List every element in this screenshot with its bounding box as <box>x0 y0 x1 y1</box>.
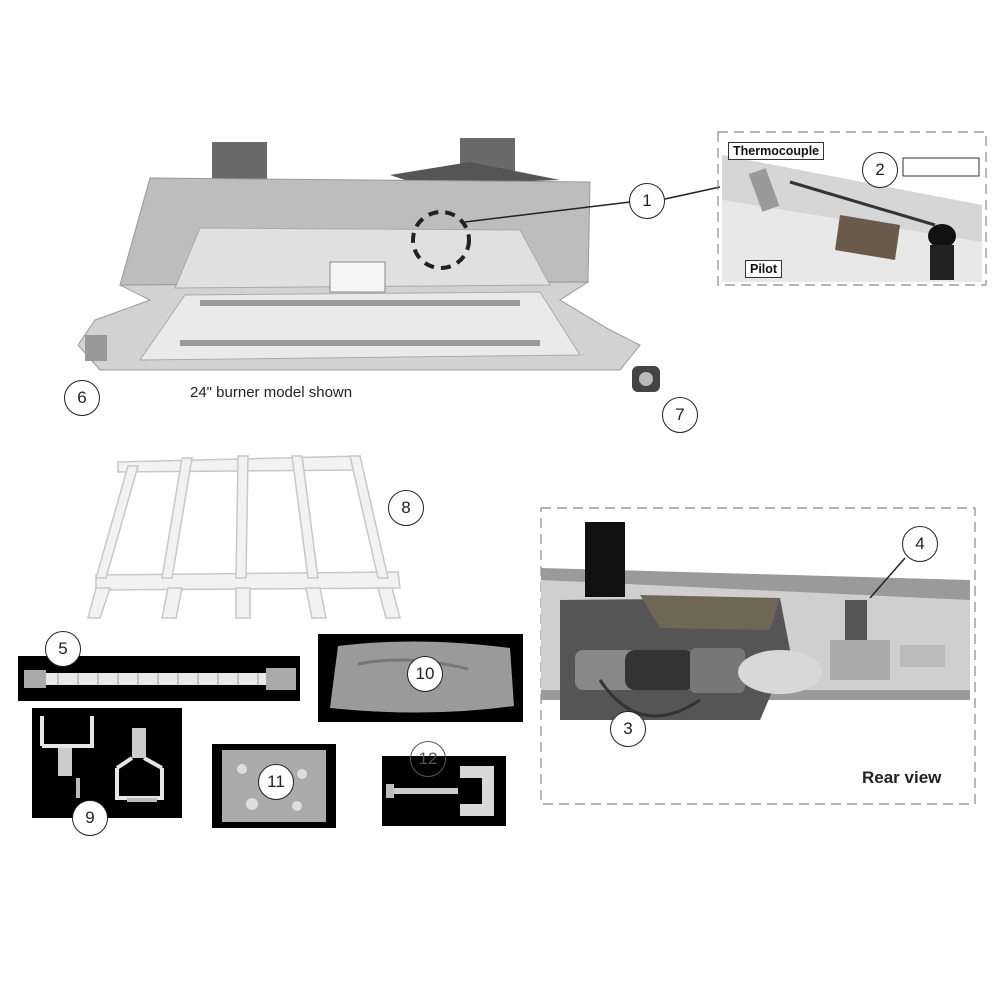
clamp-bolt-photo <box>382 756 506 826</box>
callout-2: 2 <box>862 152 898 188</box>
callout-12: 12 <box>410 741 446 777</box>
callout-5: 5 <box>45 631 81 667</box>
callout-6: 6 <box>64 380 100 416</box>
callout-8: 8 <box>388 490 424 526</box>
callout-4: 4 <box>902 526 938 562</box>
leader-line-1b <box>664 186 721 200</box>
callout-1: 1 <box>629 183 665 219</box>
rear-view-photo <box>541 522 970 720</box>
burner-pan-photo <box>77 138 660 392</box>
leader-line-1 <box>464 201 631 223</box>
pilot-inset-frame <box>717 131 987 286</box>
pilot-label: Pilot <box>745 260 783 278</box>
callout-11: 11 <box>258 764 294 800</box>
callout-7: 7 <box>662 397 698 433</box>
rear-view-label: Rear view <box>862 768 942 787</box>
callout-10: 10 <box>407 656 443 692</box>
leader-line-4 <box>869 557 906 599</box>
thermocouple-label: Thermocouple <box>728 142 825 160</box>
pilot-highlight-circle <box>411 210 471 270</box>
pilot-assembly-photo <box>722 155 982 282</box>
blank-label-box <box>902 157 980 177</box>
callout-9: 9 <box>72 800 108 836</box>
burner-caption: 24" burner model shown <box>190 384 353 401</box>
log-grate-drawing <box>87 455 401 619</box>
mounting-brackets-photo <box>32 708 182 818</box>
callout-3: 3 <box>610 711 646 747</box>
